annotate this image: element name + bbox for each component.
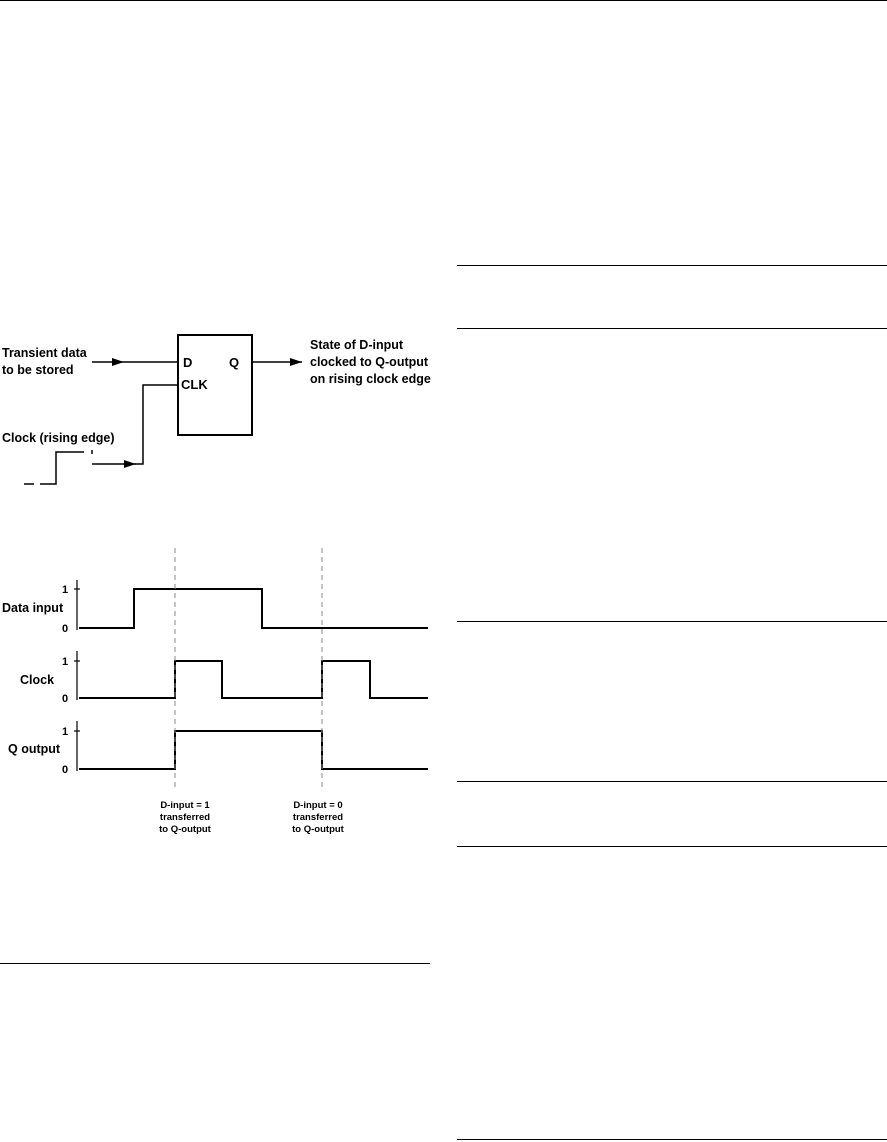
edge-note-2-line-1: D-input = 0 <box>293 800 342 811</box>
q-output-low-label: 0 <box>62 764 68 776</box>
left-rule <box>0 963 430 964</box>
output-label-line-3: on rising clock edge <box>310 372 431 386</box>
data-input-high-label: 1 <box>62 584 68 596</box>
edge-note-1-line-1: D-input = 1 <box>160 800 210 811</box>
flipflop-block: D Q CLK Transient data to be stored Stat… <box>2 334 431 485</box>
clock-high-label: 1 <box>62 656 68 668</box>
input-label-line-2: to be stored <box>2 363 74 377</box>
input-label-line-1: Transient data <box>2 346 88 360</box>
edge-note-1-line-2: transferred <box>160 812 210 823</box>
edge-note-2-line-3: to Q-output <box>292 824 345 835</box>
clock-name-label: Clock <box>20 673 54 687</box>
pin-clk-label: CLK <box>181 377 208 392</box>
clock-low-label: 0 <box>62 693 68 705</box>
pin-q-label: Q <box>229 355 239 370</box>
edge-note-2-line-2: transferred <box>293 812 343 823</box>
pin-d-label: D <box>183 355 192 370</box>
data-input-low-label: 0 <box>62 623 68 635</box>
output-label-line-1: State of D-input <box>310 338 404 352</box>
right-rule-4 <box>457 781 887 782</box>
right-rule-3 <box>457 621 887 622</box>
right-rule-2 <box>457 328 887 329</box>
data-input-trace <box>79 588 428 629</box>
clk-wire <box>135 384 178 465</box>
right-rule-5 <box>457 846 887 847</box>
top-rule <box>0 0 887 1</box>
output-label-line-2: clocked to Q-output <box>310 355 429 369</box>
edge-note-1-line-3: to Q-output <box>159 824 212 835</box>
q-output-high-label: 1 <box>62 726 68 738</box>
rising-edge-step <box>40 451 84 485</box>
clock-trace <box>79 660 428 699</box>
q-output-trace <box>79 730 428 770</box>
q-output-name-label: Q output <box>8 742 61 756</box>
clock-label: Clock (rising edge) <box>2 431 115 445</box>
right-rule-6 <box>457 1139 887 1140</box>
data-input-name-label: Data input <box>2 601 64 615</box>
right-rule-1 <box>457 265 887 266</box>
